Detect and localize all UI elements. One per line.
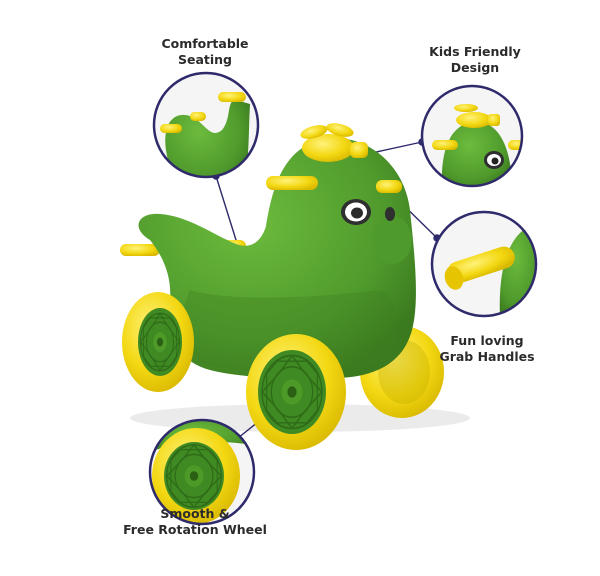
label-line: Design	[450, 60, 500, 75]
label-rotation-wheel: Smooth & Free Rotation Wheel	[120, 506, 270, 538]
label-line: Comfortable	[161, 36, 249, 51]
label-line: Smooth &	[160, 506, 230, 521]
label-line: Fun loving	[450, 333, 524, 348]
label-line: Kids Friendly	[429, 44, 521, 59]
label-line: Free Rotation Wheel	[123, 522, 267, 537]
label-line: Seating	[177, 52, 233, 67]
label-grab-handles: Fun loving Grab Handles	[432, 333, 542, 365]
label-line: Grab Handles	[439, 349, 535, 364]
label-kids-friendly-design: Kids Friendly Design	[420, 44, 530, 76]
label-comfortable-seating: Comfortable Seating	[150, 36, 260, 68]
